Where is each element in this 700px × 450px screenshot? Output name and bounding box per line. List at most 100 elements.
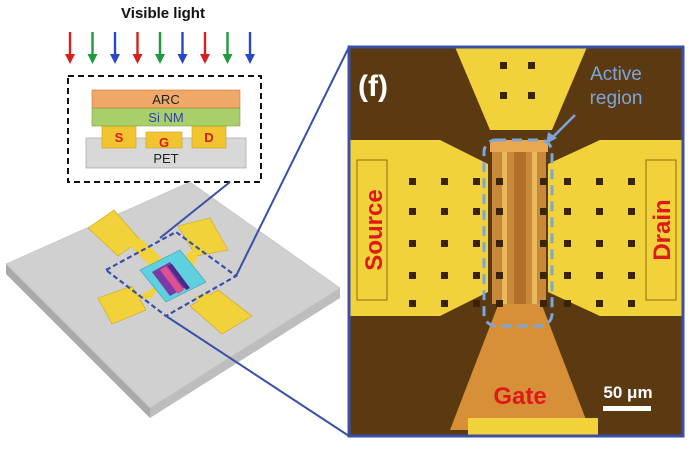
grid-dot (496, 300, 503, 307)
grid-dot (596, 300, 603, 307)
light-arrow-head (245, 54, 255, 64)
grid-dot (596, 240, 603, 247)
connector-inset-to-device (159, 181, 231, 239)
pad-top-right (177, 217, 229, 257)
grid-dot (441, 178, 448, 185)
grid-dot (596, 272, 603, 279)
light-arrow-head (155, 54, 165, 64)
grid-dot (496, 272, 503, 279)
cross-section-inset: ARC Si NM S G D PET (67, 75, 262, 183)
grid-dot (596, 208, 603, 215)
gate-electrode (450, 300, 590, 430)
grid-dot (500, 92, 507, 99)
gate-bottom-strip (468, 418, 598, 436)
grid-dot (540, 272, 547, 279)
plate-side-right (150, 288, 340, 418)
grid-dot (628, 208, 635, 215)
light-arrow-head (87, 54, 98, 64)
grid-dot (441, 208, 448, 215)
connector-device-to-micrograph-top (235, 46, 350, 277)
grid-dot (409, 208, 416, 215)
grid-dot (564, 272, 571, 279)
pet-label: PET (153, 151, 178, 166)
grid-dot (473, 240, 480, 247)
grid-dot (500, 62, 507, 69)
grid-dot (564, 300, 571, 307)
grid-dot (628, 178, 635, 185)
channel-stripe-3 (168, 264, 190, 290)
grid-dot (496, 240, 503, 247)
grid-dot (496, 178, 503, 185)
gate-contact (145, 131, 183, 149)
dot-grid (409, 62, 635, 307)
connector-device-to-micrograph-bottom (165, 315, 350, 437)
light-arrow-head (222, 54, 233, 64)
grid-dot (409, 178, 416, 185)
d-label: D (204, 130, 213, 145)
active-region-box (482, 138, 554, 328)
active-region-pointer (549, 114, 576, 141)
grid-dot (409, 272, 416, 279)
lead-top-left (130, 238, 162, 266)
grid-dot (473, 272, 480, 279)
channel-stripe-center (514, 150, 526, 304)
light-arrows (65, 32, 255, 64)
micrograph: (f) Active region Source Drain Gate 50 μ… (349, 47, 683, 436)
grid-dot (496, 208, 503, 215)
channel-stripe-right (532, 150, 537, 304)
active-region-arrowhead (546, 132, 557, 144)
pad-bottom-left (97, 285, 147, 325)
grid-dot (528, 62, 535, 69)
light-arrow-head (177, 54, 188, 64)
light-arrow-head (65, 54, 75, 64)
drain-inner-outline (645, 159, 677, 301)
gate-label: Gate (493, 383, 546, 410)
channel-top-strip (490, 140, 548, 152)
grid-dot (540, 178, 547, 185)
panel-label: (f) (358, 70, 388, 103)
grid-dot (409, 240, 416, 247)
active-region-label-line2: region (590, 88, 643, 109)
grid-dot (628, 300, 635, 307)
source-electrode (349, 140, 488, 316)
grid-dot (441, 240, 448, 247)
drain-electrode (548, 140, 683, 316)
grid-dot (441, 272, 448, 279)
channel-stripe-2 (160, 266, 184, 294)
scale-bar-label: 50 μm (603, 383, 652, 402)
grid-dot (528, 92, 535, 99)
arc-layer (91, 89, 241, 109)
grid-dot (473, 300, 480, 307)
grid-dot (441, 300, 448, 307)
grid-dot (540, 300, 547, 307)
visible-light-title: Visible light (121, 5, 205, 22)
grid-dot (540, 240, 547, 247)
drain-label: Drain (649, 199, 676, 260)
g-label: G (159, 135, 169, 150)
grid-dot (564, 178, 571, 185)
source-label: Source (361, 189, 388, 270)
active-region-label-line1: Active (590, 64, 642, 85)
source-inner-outline (356, 159, 388, 301)
grid-dot (564, 240, 571, 247)
grid-dot (540, 208, 547, 215)
top-gold-electrode (455, 47, 587, 130)
grid-dot (596, 178, 603, 185)
grid-dot (409, 300, 416, 307)
grid-dot (628, 272, 635, 279)
scale-bar (603, 406, 651, 411)
device-3d-view (5, 181, 341, 418)
grid-dot (628, 240, 635, 247)
light-arrow-head (132, 54, 143, 64)
s-label: S (115, 130, 124, 145)
channel-stripe-left (502, 150, 507, 304)
light-arrow-head (200, 54, 210, 64)
arc-label: ARC (152, 92, 179, 107)
grid-dot (473, 208, 480, 215)
grid-dot (473, 178, 480, 185)
light-arrow-head (110, 54, 120, 64)
grid-dot (564, 208, 571, 215)
si-nm-label: Si NM (148, 110, 183, 125)
micrograph-frame (347, 45, 685, 438)
